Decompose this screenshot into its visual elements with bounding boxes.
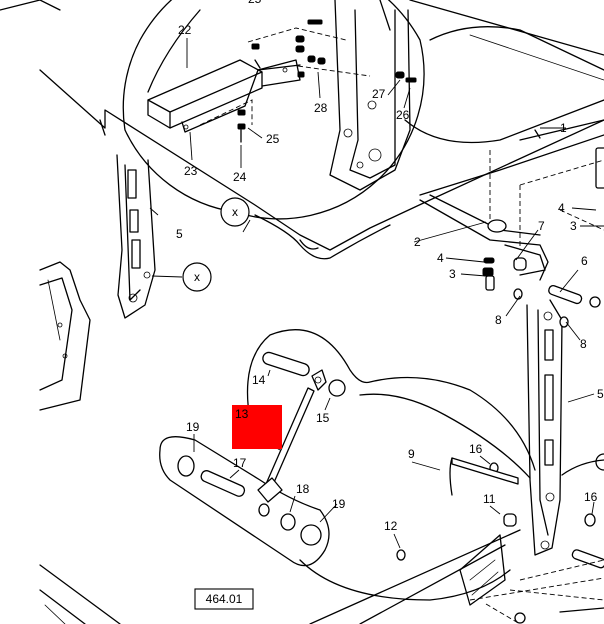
callout-9: 9: [408, 447, 415, 461]
leader-lines: [149, 38, 604, 549]
callout-16: 16: [469, 442, 483, 456]
lower-frame: [39, 529, 604, 624]
highlight-part-13[interactable]: 13: [232, 405, 282, 449]
callout-25b: 25: [266, 132, 280, 146]
detail-circle: [122, 0, 425, 220]
right-bracket: [396, 194, 604, 569]
callouts: 25 22 28 27 26 25 23 24 1 5 2 4 3 7 4 3 …: [176, 0, 604, 533]
callout-25: 25: [248, 0, 262, 6]
callout-17: 17: [233, 456, 247, 470]
figure-reference-text: 464.01: [206, 592, 243, 606]
hood-housing: [0, 0, 604, 260]
callout-26: 26: [396, 108, 410, 122]
detail-marker-upper: x: [220, 197, 250, 227]
left-panel: [39, 261, 91, 411]
callout-4: 4: [437, 251, 444, 265]
callout-12: 12: [384, 519, 398, 533]
callout-2: 2: [414, 235, 421, 249]
left-arm: [116, 154, 156, 319]
callout-11: 11: [483, 492, 496, 506]
callout-28: 28: [314, 101, 328, 115]
callout-24: 24: [233, 170, 247, 184]
callout-27: 27: [372, 87, 386, 101]
callout-15: 15: [316, 411, 330, 425]
callout-22: 22: [178, 23, 192, 37]
callout-16b: 16: [584, 490, 598, 504]
callout-5: 5: [176, 227, 183, 241]
callout-6: 6: [581, 254, 588, 268]
highlight-label: 13: [235, 407, 249, 421]
callout-1: 1: [560, 121, 567, 135]
callout-23: 23: [184, 164, 198, 178]
callout-8b: 8: [580, 337, 587, 351]
detail-marker-left-text: x: [194, 270, 200, 284]
callout-7: 7: [538, 219, 545, 233]
callout-14: 14: [252, 373, 266, 387]
callout-5b: 5: [597, 387, 604, 401]
detail-marker-left: x: [182, 262, 212, 292]
callout-4b: 4: [558, 201, 565, 215]
callout-19: 19: [186, 420, 200, 434]
callout-19b: 19: [332, 497, 346, 511]
callout-3: 3: [449, 267, 456, 281]
strut-assembly: [159, 329, 536, 601]
figure-reference: 464.01: [194, 588, 254, 610]
callout-8: 8: [495, 313, 502, 327]
detail-marker-upper-text: x: [232, 205, 238, 219]
callout-3b: 3: [570, 219, 577, 233]
callout-18: 18: [296, 482, 310, 496]
